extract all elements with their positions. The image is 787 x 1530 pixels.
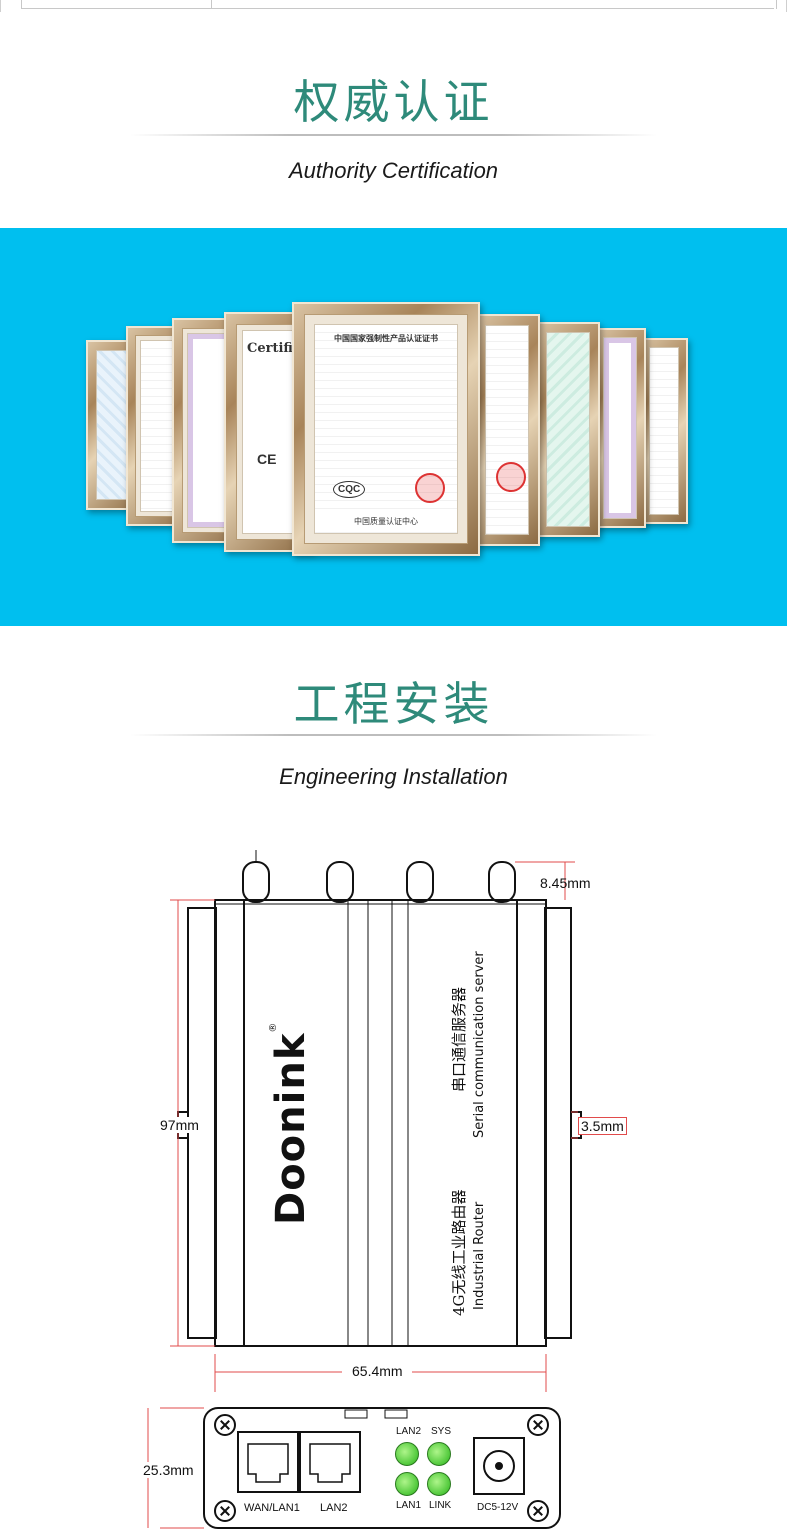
main-certificate-title: 中国国家强制性产品认证证书 xyxy=(334,334,438,343)
dim-width-label: 65.4mm xyxy=(352,1363,403,1379)
product-label-1-cn: 串口通信服务器 xyxy=(450,986,468,1092)
led-lan2-indicator xyxy=(395,1442,419,1466)
port-wan-label: WAN/LAN1 xyxy=(244,1502,300,1514)
dim-height-label: 97mm xyxy=(158,1117,201,1133)
red-seal xyxy=(496,462,526,492)
authority-title-en: Authority Certification xyxy=(288,158,499,183)
led-link-indicator xyxy=(427,1472,451,1496)
table-tick xyxy=(211,0,212,9)
registered-mark: ® xyxy=(268,1021,279,1033)
led-lan1-indicator xyxy=(395,1472,419,1496)
certificate-band: Certificate CE 中国国家强制性产品认证证书 CQC 中国质量认证中… xyxy=(0,228,787,626)
engineering-title-en: Engineering Installation xyxy=(279,764,508,789)
engineering-divider xyxy=(130,734,657,736)
power-port-label: DC5-12V xyxy=(477,1502,519,1513)
dim-tab-label: 3.5mm xyxy=(578,1117,627,1135)
dim-antenna-label: 8.45mm xyxy=(540,875,591,891)
ce-mark: CE xyxy=(257,451,277,467)
led-sys-label: SYS xyxy=(431,1426,452,1437)
led-lan1-label: LAN1 xyxy=(396,1500,422,1511)
product-label-2-cn: 4G无线工业路由器 xyxy=(450,1189,468,1316)
led-lan2-label: LAN2 xyxy=(396,1426,422,1437)
product-label-1-en: Serial communication server xyxy=(472,951,487,1138)
port-lan2-label: LAN2 xyxy=(320,1502,348,1514)
main-certificate-footer: 中国质量认证中心 xyxy=(315,516,457,527)
authority-divider xyxy=(130,134,657,136)
engineering-title-cn: 工程安装 xyxy=(293,677,494,731)
table-line xyxy=(21,8,774,9)
screw-icon xyxy=(527,1414,549,1436)
certificate-frame xyxy=(474,314,540,546)
certificate-frame xyxy=(536,322,600,537)
dim-depth-label: 25.3mm xyxy=(142,1462,195,1478)
led-sys-indicator xyxy=(427,1442,451,1466)
certificate-paper xyxy=(546,332,590,527)
screw-icon xyxy=(214,1500,236,1522)
red-seal xyxy=(415,473,445,503)
authority-title-cn: 权威认证 xyxy=(293,75,494,129)
certificate-paper: 中国国家强制性产品认证证书 CQC 中国质量认证中心 xyxy=(314,324,458,534)
screw-icon xyxy=(214,1414,236,1436)
led-link-label: LINK xyxy=(429,1500,452,1511)
table-tick xyxy=(21,0,22,9)
table-tick xyxy=(776,0,777,9)
certificate-paper xyxy=(485,325,529,535)
cqc-mark: CQC xyxy=(333,481,366,498)
certificate-paper xyxy=(603,337,637,519)
certificate-frame xyxy=(594,328,646,528)
product-label-2-en: Industrial Router xyxy=(472,1201,487,1310)
certificate-frame-main: 中国国家强制性产品认证证书 CQC 中国质量认证中心 xyxy=(292,302,480,556)
screw-icon xyxy=(527,1500,549,1522)
brand-logo: Doonink® xyxy=(268,1022,314,1225)
certificate-frame xyxy=(640,338,688,524)
certificate-paper xyxy=(649,347,679,515)
brand-name: Doonink xyxy=(268,1032,314,1225)
